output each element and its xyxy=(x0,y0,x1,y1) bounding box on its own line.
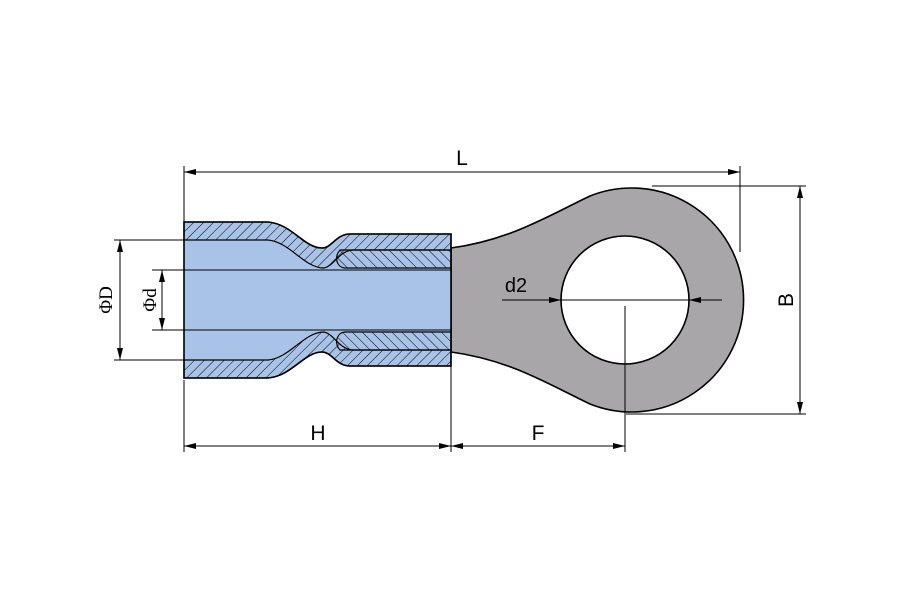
label-f: F xyxy=(532,422,545,445)
label-l: L xyxy=(456,147,468,170)
barrel-wall-bottom xyxy=(336,331,452,351)
label-h: H xyxy=(310,422,325,445)
barrel-wall-top xyxy=(336,249,452,269)
label-d2: d2 xyxy=(505,275,527,297)
label-phi-d-inner: Φd xyxy=(140,288,161,312)
ring-tongue xyxy=(450,187,745,413)
label-b: B xyxy=(775,293,798,307)
label-phid-outer: ΦD xyxy=(96,286,117,314)
